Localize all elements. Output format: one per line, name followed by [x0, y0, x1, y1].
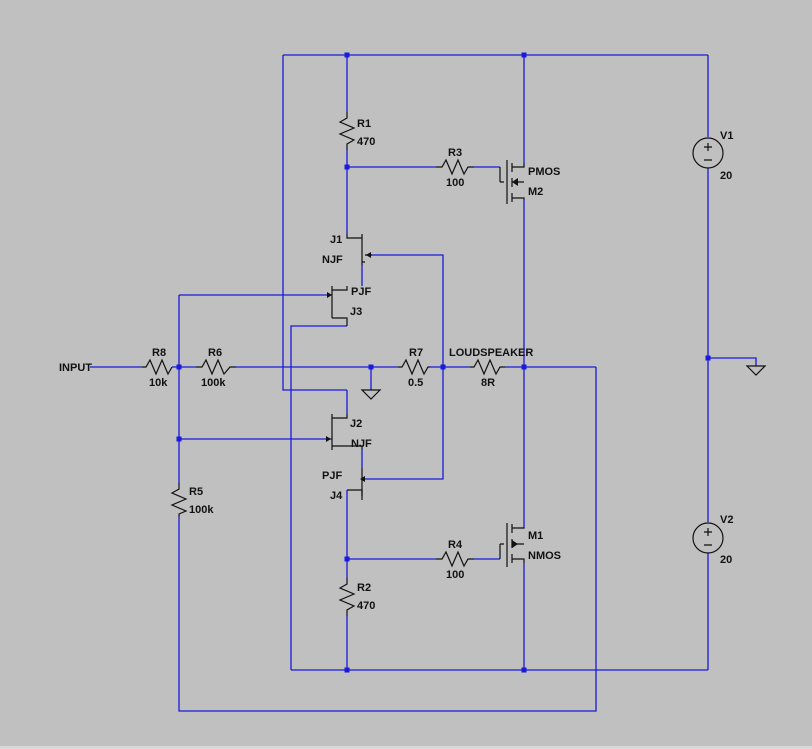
v1-name: V1 — [720, 130, 733, 142]
j4-model: PJF — [322, 470, 342, 482]
j1-model: NJF — [322, 254, 343, 266]
jfet-j2[interactable] — [326, 414, 363, 450]
resistor-r8[interactable] — [142, 358, 173, 376]
jfet-j4[interactable] — [347, 468, 365, 500]
junction-dot — [521, 667, 527, 673]
junctions — [176, 52, 711, 673]
resistor-r7[interactable] — [398, 358, 430, 376]
resistor-r4[interactable] — [436, 550, 474, 568]
r3-value: 100 — [446, 177, 464, 189]
j3-model: PJF — [351, 286, 371, 298]
v2-value: 20 — [720, 554, 732, 566]
j4-name: J4 — [330, 490, 343, 502]
jfet-j1[interactable] — [346, 234, 372, 266]
junction-dot — [521, 52, 527, 58]
mosfet-m1[interactable] — [499, 523, 525, 567]
j2-name: J2 — [350, 418, 362, 430]
voltage-source-v2[interactable] — [692, 522, 724, 554]
r6-value: 100k — [201, 377, 226, 389]
resistor-r2[interactable] — [338, 578, 356, 616]
resistor-r1[interactable] — [338, 112, 356, 150]
r4-value: 100 — [446, 569, 464, 581]
junction-dot — [521, 364, 527, 370]
j3-name: J3 — [350, 306, 362, 318]
junction-dot — [705, 355, 711, 361]
r1-value: 470 — [357, 136, 375, 148]
r5-name: R5 — [189, 486, 203, 498]
j1-name: J1 — [330, 234, 342, 246]
wire-feedback-loop — [178, 367, 597, 712]
junction-dot — [176, 436, 182, 442]
junction-dot — [344, 667, 350, 673]
r7-value: 0.5 — [408, 377, 423, 389]
r4-name: R4 — [448, 539, 463, 551]
r7-name: R7 — [409, 347, 423, 359]
v2-name: V2 — [720, 514, 733, 526]
resistor-r5[interactable] — [170, 483, 188, 517]
m1-name: M1 — [528, 530, 543, 542]
junction-dot — [440, 364, 446, 370]
jfet-j3[interactable] — [327, 286, 348, 326]
r2-value: 470 — [357, 600, 375, 612]
wire-ground-tap — [708, 357, 757, 366]
m2-model: PMOS — [528, 166, 560, 178]
r6-name: R6 — [208, 347, 222, 359]
window-bottom-border — [0, 746, 812, 749]
r8-name: R8 — [152, 347, 166, 359]
junction-dot — [368, 364, 374, 370]
junction-dot — [344, 556, 350, 562]
r5-value: 100k — [189, 504, 214, 516]
j2-model: NJF — [351, 438, 372, 450]
resistor-r6[interactable] — [196, 358, 236, 376]
r8-value: 10k — [149, 377, 168, 389]
speaker-value: 8R — [481, 377, 495, 389]
r1-name: R1 — [357, 118, 371, 130]
voltage-source-v1[interactable] — [692, 137, 724, 169]
mosfet-m2[interactable] — [499, 160, 525, 204]
ground-icon — [360, 389, 382, 400]
wire-left-outer — [282, 55, 347, 391]
input-label: INPUT — [59, 362, 92, 374]
ground-icon — [745, 365, 767, 376]
resistor-loudspeaker[interactable] — [470, 358, 505, 376]
junction-dot — [344, 52, 350, 58]
resistor-r3[interactable] — [436, 158, 474, 176]
junction-dot — [176, 364, 182, 370]
m2-name: M2 — [528, 186, 543, 198]
m1-model: NMOS — [528, 550, 561, 562]
junction-dot — [344, 164, 350, 170]
loudspeaker-label: LOUDSPEAKER — [449, 347, 533, 359]
r3-name: R3 — [448, 147, 462, 159]
r2-name: R2 — [357, 582, 371, 594]
wire-left-inner — [290, 325, 347, 670]
v1-value: 20 — [720, 170, 732, 182]
